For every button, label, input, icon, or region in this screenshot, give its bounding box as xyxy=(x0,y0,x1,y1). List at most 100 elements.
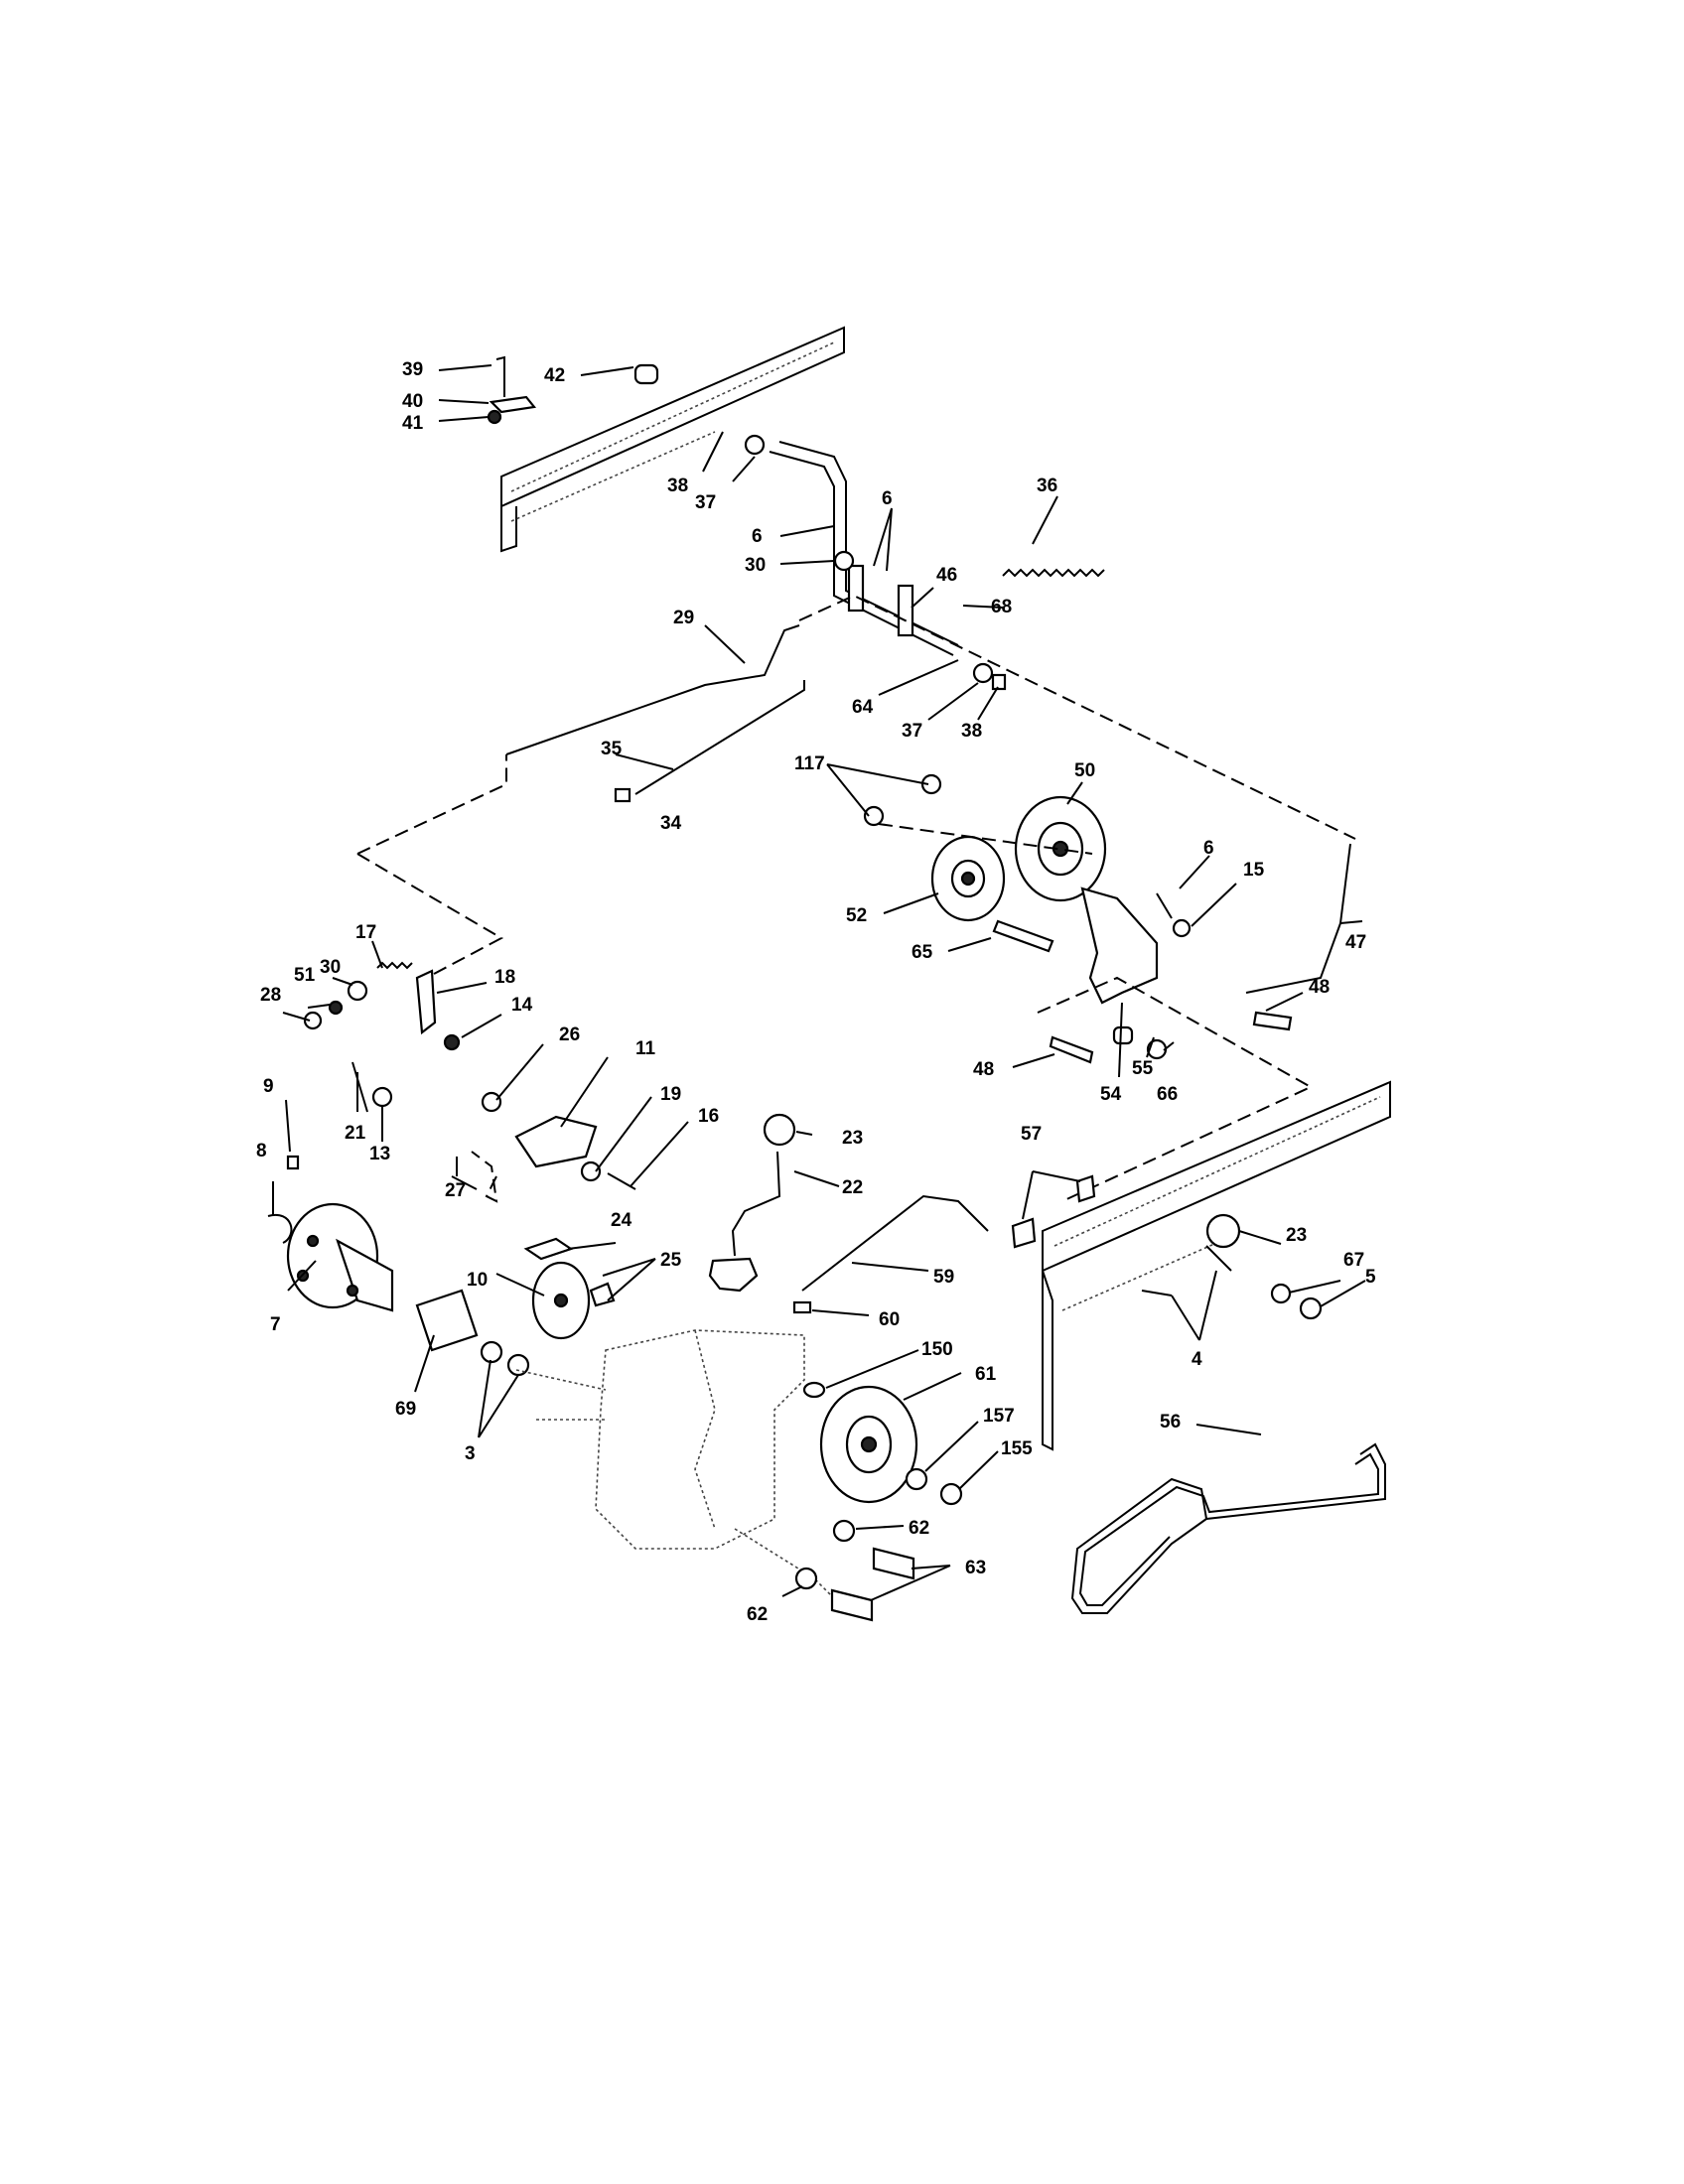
callout-36: 36 xyxy=(1037,476,1057,496)
callout-59: 59 xyxy=(933,1267,954,1288)
callout-38a: 38 xyxy=(667,476,688,496)
callout-150: 150 xyxy=(921,1339,953,1360)
nut-26 xyxy=(481,1091,502,1113)
hub-7 xyxy=(286,1202,394,1312)
callout-6b: 6 xyxy=(882,488,893,509)
nut-117b xyxy=(863,805,885,827)
transaxle-phantom xyxy=(515,1329,835,1599)
callout-69: 69 xyxy=(395,1399,416,1420)
washer-62b xyxy=(794,1567,818,1590)
callout-37a: 37 xyxy=(695,492,716,513)
pulley-52 xyxy=(930,835,1006,922)
bracket-57b xyxy=(1075,1174,1096,1203)
nut-5 xyxy=(1299,1297,1323,1320)
washer-13 xyxy=(371,1086,393,1108)
rod-29 xyxy=(505,624,800,755)
bolt-4 xyxy=(1141,1245,1232,1297)
callout-23a: 23 xyxy=(842,1128,863,1149)
belt-56 xyxy=(1070,1442,1386,1614)
callout-16: 16 xyxy=(698,1106,719,1127)
clip-40 xyxy=(489,395,537,414)
rod-35 xyxy=(634,680,805,795)
callout-6c: 6 xyxy=(1203,838,1214,859)
bracket-18 xyxy=(415,969,437,1035)
callout-15: 15 xyxy=(1243,860,1265,881)
callout-51: 51 xyxy=(294,965,316,986)
bolt-48a xyxy=(1049,1035,1094,1064)
bolt-48b xyxy=(1252,1011,1293,1031)
bolt-63a xyxy=(872,1547,915,1580)
callout-7: 7 xyxy=(270,1314,281,1335)
dashed-guide-mid xyxy=(471,1151,498,1203)
washer-19 xyxy=(580,1160,602,1182)
nut-41 xyxy=(487,409,502,425)
lower-frame-rail xyxy=(1042,1080,1391,1451)
pulley-61 xyxy=(819,1385,918,1504)
leader-lines xyxy=(272,364,1366,1601)
washer-67 xyxy=(1270,1283,1292,1304)
lever-bracket-a xyxy=(847,564,865,613)
callout-23b: 23 xyxy=(1286,1225,1307,1246)
washer-37 xyxy=(744,434,766,456)
lever-rod-assembly xyxy=(487,355,1007,691)
idler-bracket-54 xyxy=(1080,887,1159,1005)
callout-6a: 6 xyxy=(752,526,763,547)
callout-29: 29 xyxy=(673,608,694,628)
callout-28: 28 xyxy=(260,985,281,1006)
dashed-guide-left xyxy=(356,853,504,984)
callout-17: 17 xyxy=(355,922,376,943)
shift-lever-22 xyxy=(708,1113,796,1293)
callout-21: 21 xyxy=(345,1123,366,1144)
key-150 xyxy=(802,1381,826,1399)
screw-21 xyxy=(351,1061,368,1113)
callout-3: 3 xyxy=(465,1443,476,1464)
clip-24 xyxy=(523,1237,574,1261)
callout-37b: 37 xyxy=(902,721,922,742)
bushing-38 xyxy=(991,673,1007,691)
callout-64: 64 xyxy=(852,697,874,718)
callout-61: 61 xyxy=(975,1364,997,1385)
upper-frame-rail xyxy=(500,326,845,553)
callout-41: 41 xyxy=(402,413,424,434)
callout-46: 46 xyxy=(936,565,957,586)
washer-62a xyxy=(832,1519,856,1543)
knob-23b xyxy=(1205,1213,1241,1249)
bracket-11 xyxy=(514,1115,598,1168)
callout-27: 27 xyxy=(445,1180,466,1201)
callout-39: 39 xyxy=(402,359,423,380)
callout-54: 54 xyxy=(1100,1084,1122,1105)
dashed-guide-idler xyxy=(1037,976,1314,1202)
callout-48b: 48 xyxy=(973,1059,994,1080)
bolt-65 xyxy=(992,919,1054,953)
washer-37b xyxy=(972,662,994,684)
ring-155 xyxy=(939,1482,963,1506)
callout-30a: 30 xyxy=(745,555,766,576)
callout-62a: 62 xyxy=(909,1518,929,1539)
clip-25 xyxy=(589,1282,616,1307)
callout-10: 10 xyxy=(467,1270,488,1291)
bolt-63b xyxy=(830,1588,874,1622)
dashed-guide-loop xyxy=(356,754,507,855)
clip-8 xyxy=(267,1213,293,1244)
bushing-42 xyxy=(633,363,659,385)
washer-3a xyxy=(480,1340,503,1364)
callout-157: 157 xyxy=(983,1406,1015,1427)
callout-4: 4 xyxy=(1192,1349,1202,1370)
plate-10-hub xyxy=(553,1293,569,1308)
callout-14: 14 xyxy=(511,995,533,1016)
bracket-57 xyxy=(1011,1217,1037,1249)
callout-19: 19 xyxy=(660,1084,681,1105)
sleeve-69 xyxy=(415,1289,479,1352)
nut-117a xyxy=(920,773,942,795)
callout-18: 18 xyxy=(494,967,515,988)
nut-28 xyxy=(303,1011,323,1030)
spring-17 xyxy=(376,961,413,970)
callout-24: 24 xyxy=(611,1210,632,1231)
callout-34: 34 xyxy=(660,813,682,834)
callout-57: 57 xyxy=(1021,1124,1042,1145)
callout-38b: 38 xyxy=(961,721,982,742)
control-assembly-left xyxy=(303,961,636,1190)
callout-65: 65 xyxy=(912,942,933,963)
callout-13: 13 xyxy=(369,1144,390,1164)
